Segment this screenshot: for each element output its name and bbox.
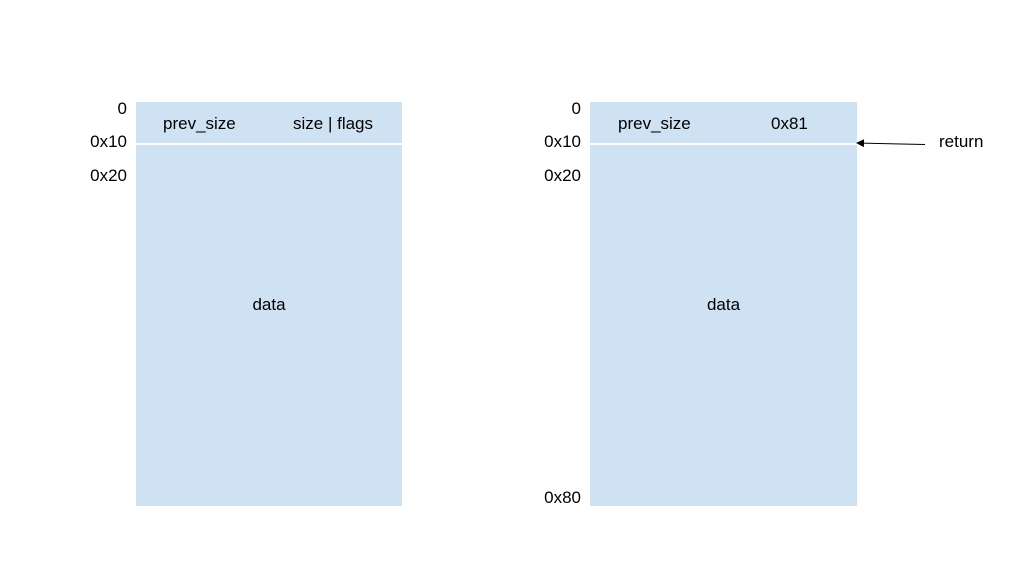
left-data-region-label: data — [252, 295, 286, 314]
return-arrow-line — [856, 139, 926, 148]
right-header-divider — [590, 143, 857, 145]
return-pointer-arrow — [856, 139, 926, 148]
left-prev-size-field: prev_size — [163, 114, 236, 133]
right-offset-0x20: 0x20 — [544, 166, 581, 185]
return-label: return — [939, 132, 984, 151]
left-offset-0x20: 0x20 — [90, 166, 127, 185]
left-size-flags-field: size | flags — [293, 114, 374, 133]
right-offset-0x80: 0x80 — [544, 488, 581, 507]
left-header-divider — [136, 143, 402, 145]
left-offset-0x10: 0x10 — [90, 132, 127, 151]
right-offset-0x10: 0x10 — [544, 132, 581, 151]
right-chunk-box: prev_size 0x81 data — [590, 102, 857, 506]
right-offset-0: 0 — [571, 99, 581, 118]
right-data-region-label: data — [706, 295, 741, 314]
right-size-field: 0x81 — [771, 114, 808, 133]
right-prev-size-field: prev_size — [618, 114, 691, 133]
left-chunk-box: prev_size size | flags data — [136, 102, 402, 506]
left-offset-0: 0 — [117, 99, 127, 118]
